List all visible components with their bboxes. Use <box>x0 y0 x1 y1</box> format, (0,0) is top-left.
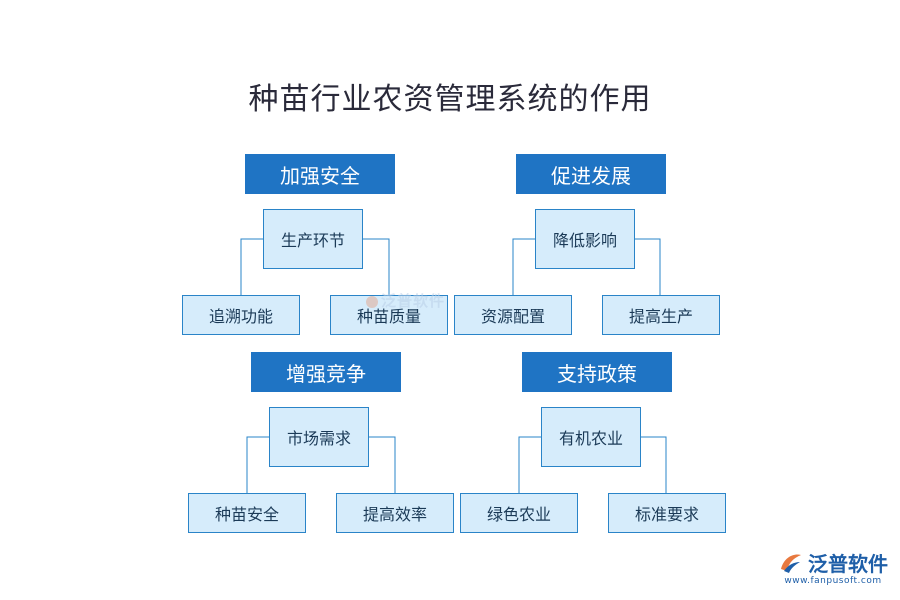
page-title: 种苗行业农资管理系统的作用 <box>248 82 652 117</box>
right-node: 提高生产 <box>602 295 720 335</box>
center-node: 生产环节 <box>263 209 363 269</box>
left-node: 绿色农业 <box>460 493 578 533</box>
left-node: 资源配置 <box>454 295 572 335</box>
brand-logo: 泛普软件 www.fanpusoft.com <box>778 548 888 586</box>
right-node: 提高效率 <box>336 493 454 533</box>
center-node: 有机农业 <box>541 407 641 467</box>
center-node: 降低影响 <box>535 209 635 269</box>
right-node: 种苗质量 <box>330 295 448 335</box>
group-header: 加强安全 <box>245 154 395 194</box>
fanpu-logo-icon <box>781 554 801 573</box>
logo-url: www.fanpusoft.com <box>784 576 882 586</box>
watermark-icon <box>366 295 378 308</box>
group-header: 支持政策 <box>522 352 672 392</box>
left-node: 种苗安全 <box>188 493 306 533</box>
right-node: 标准要求 <box>608 493 726 533</box>
group-header: 促进发展 <box>516 154 666 194</box>
logo-name: 泛普软件 <box>808 552 888 576</box>
left-node: 追溯功能 <box>182 295 300 335</box>
center-node: 市场需求 <box>269 407 369 467</box>
watermark: 泛普软件 <box>366 290 445 311</box>
group-header: 增强竞争 <box>251 352 401 392</box>
